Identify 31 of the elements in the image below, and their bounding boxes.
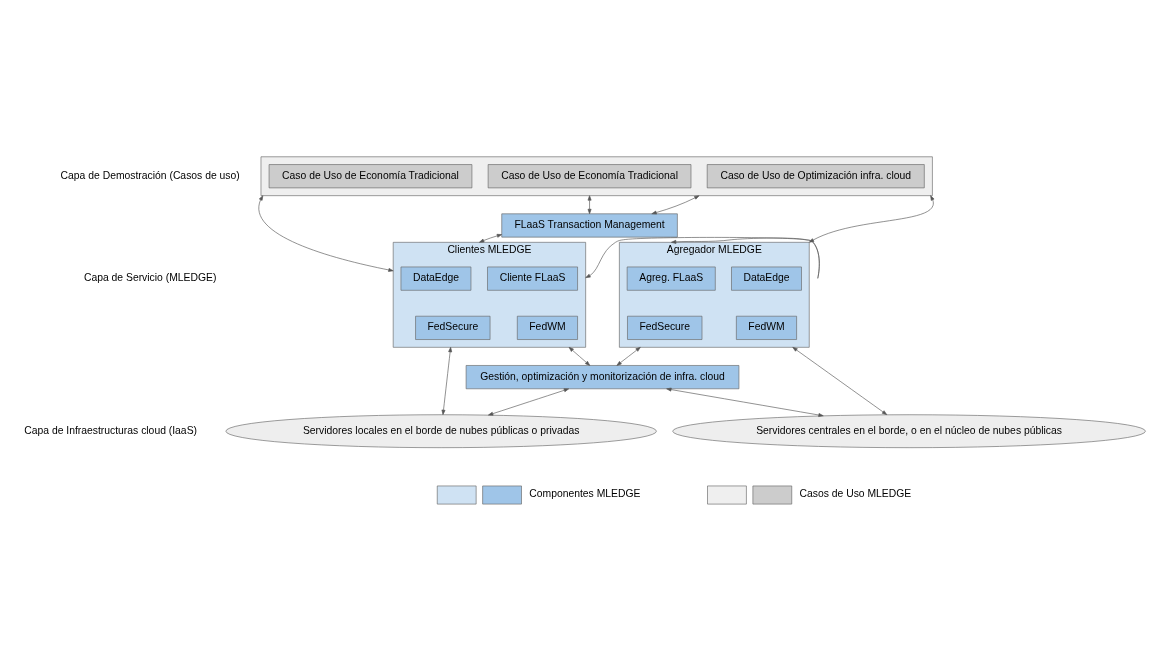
node-box: Caso de Uso de Economía Tradicional [487,164,692,189]
label: Capa de Infraestructuras cloud (IaaS) [24,424,197,436]
arrow [585,237,820,279]
legend-label: Casos de Uso MLEDGE [799,488,912,500]
cluster [260,156,933,196]
node-box: FLaaS Transaction Management [501,213,678,238]
node-box: Caso de Uso de Economía Tradicional [268,164,473,189]
node-box: DataEdge [731,266,802,291]
label: Capa de Servicio (MLEDGE) [83,272,217,284]
arrow [666,387,824,417]
arrow [808,195,935,243]
arrow [258,195,394,272]
arrow [479,233,503,243]
node-box: DataEdge [400,266,472,291]
arrow [441,347,453,415]
arrow [792,347,888,415]
legend-label: Componentes MLEDGE [529,488,641,500]
arrow [488,388,569,416]
arrow [616,347,641,366]
arrow [587,195,592,215]
node-box: FedWM [516,315,578,340]
arrow [651,195,700,215]
node-box: FedSecure [415,315,491,340]
label: Capa de Demostración (Casos de uso) [60,169,240,181]
node-box: Agreg. FLaaS [626,266,716,291]
arrow [568,347,591,366]
node-ellipse: Servidores locales en el borde de nubes públicas o privadas [225,414,657,448]
node-box: FedWM [736,315,797,340]
node-box: Caso de Uso de Optimización infra. cloud [706,164,925,189]
node-box: FedSecure [627,315,703,340]
node-box: Cliente FLaaS [487,266,578,291]
